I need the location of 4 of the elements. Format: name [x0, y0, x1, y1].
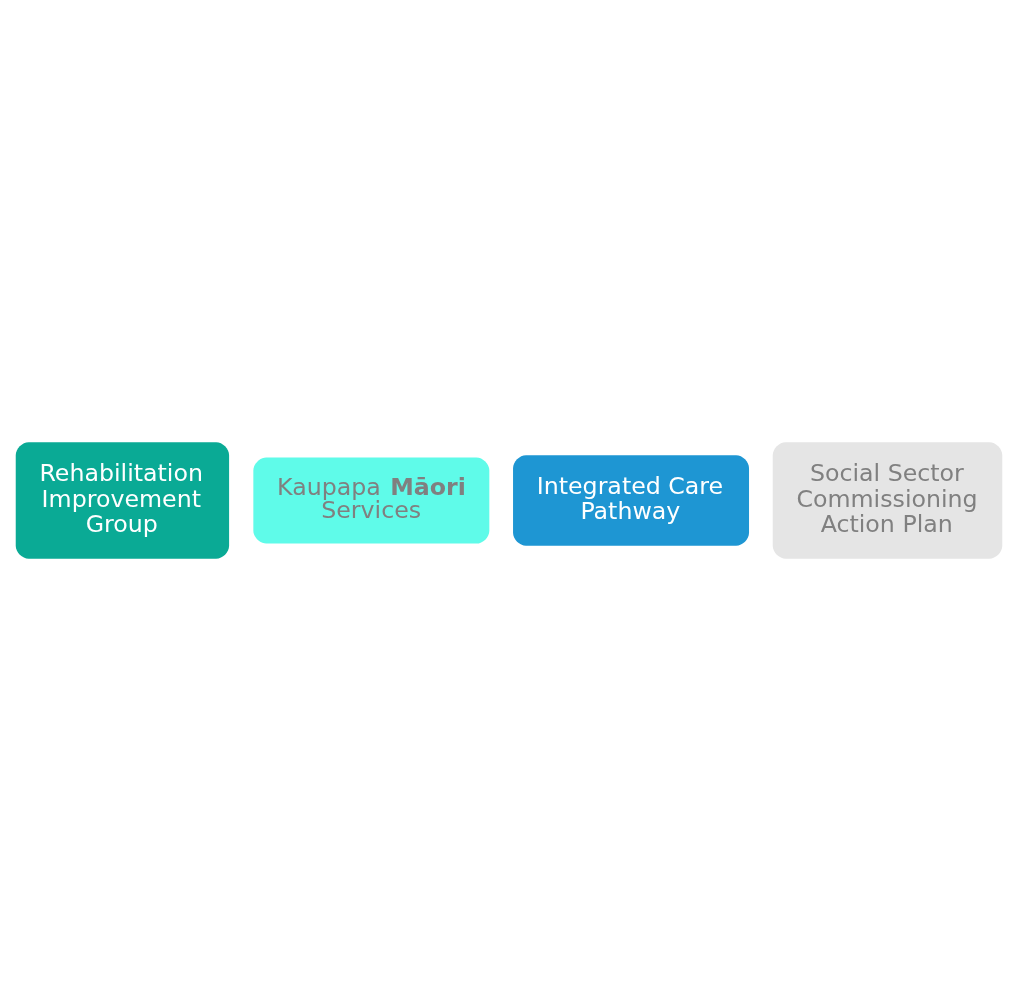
node-box: Kaupapa Māori Services — [253, 457, 490, 544]
node-box: Social Sector Commissioning Action Plan — [772, 442, 1003, 559]
node-box: Rehabilitation Improvement Group — [15, 442, 230, 559]
node-box: Integrated Care Pathway — [513, 455, 750, 546]
